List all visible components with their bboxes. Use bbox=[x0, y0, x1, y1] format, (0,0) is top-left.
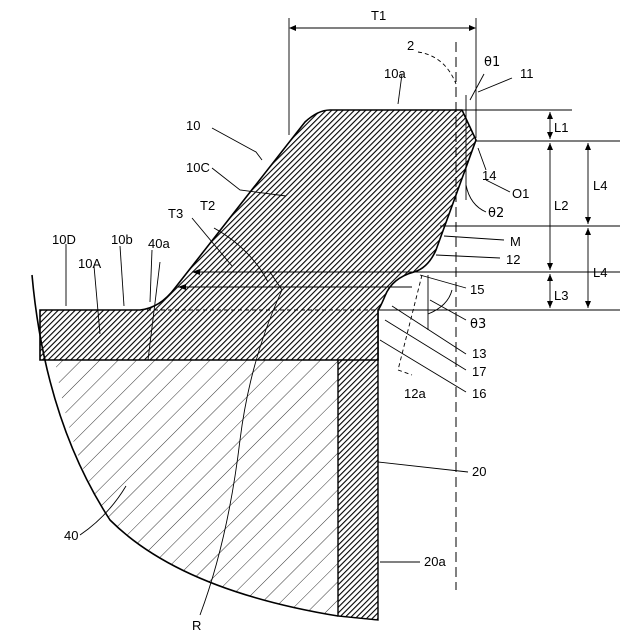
label-r: R bbox=[192, 618, 201, 633]
label-t3: T3 bbox=[168, 206, 183, 221]
label-13: 13 bbox=[472, 346, 486, 361]
label-theta3: θ3 bbox=[470, 317, 486, 332]
label-20a: 20a bbox=[424, 554, 446, 569]
label-12: 12 bbox=[506, 252, 520, 267]
label-15: 15 bbox=[470, 282, 484, 297]
label-10d: 10D bbox=[52, 232, 76, 247]
label-theta1: θ1 bbox=[484, 55, 500, 70]
label-m: M bbox=[510, 234, 521, 249]
body-40-region bbox=[55, 360, 338, 616]
part-12a-dashed bbox=[398, 275, 422, 375]
label-10c: 10C bbox=[186, 160, 210, 175]
label-l1: L1 bbox=[554, 120, 568, 135]
seal-member-10 bbox=[40, 110, 476, 360]
label-14: 14 bbox=[482, 168, 496, 183]
label-2: 2 bbox=[407, 38, 414, 53]
label-12a: 12a bbox=[404, 386, 426, 401]
label-10b: 10b bbox=[111, 232, 133, 247]
label-t1: T1 bbox=[371, 8, 386, 23]
label-11: 11 bbox=[520, 66, 534, 81]
label-17: 17 bbox=[472, 364, 486, 379]
label-l4-bottom: L4 bbox=[593, 265, 607, 280]
label-theta2: θ2 bbox=[488, 206, 504, 221]
leader-2 bbox=[418, 52, 456, 84]
label-40: 40 bbox=[64, 528, 78, 543]
label-o1: O1 bbox=[512, 186, 529, 201]
label-20: 20 bbox=[472, 464, 486, 479]
label-t2: T2 bbox=[200, 198, 215, 213]
label-l4-top: L4 bbox=[593, 178, 607, 193]
label-10a: 10a bbox=[384, 66, 406, 81]
label-l3: L3 bbox=[554, 288, 568, 303]
label-10: 10 bbox=[186, 118, 200, 133]
label-16: 16 bbox=[472, 386, 486, 401]
label-40a: 40a bbox=[148, 236, 170, 251]
label-10a-upper: 10A bbox=[78, 256, 101, 271]
label-l2: L2 bbox=[554, 198, 568, 213]
